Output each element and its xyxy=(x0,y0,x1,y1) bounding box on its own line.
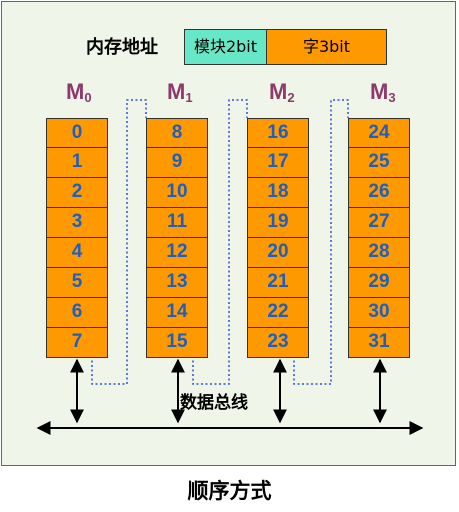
memory-cell: 28 xyxy=(348,238,410,268)
module-title-base: M xyxy=(269,79,288,104)
memory-cell: 9 xyxy=(146,148,208,178)
memory-cell: 23 xyxy=(247,328,309,358)
memory-cell: 30 xyxy=(348,298,410,328)
memory-cell: 3 xyxy=(46,208,108,238)
memory-cell: 29 xyxy=(348,268,410,298)
memory-cell: 13 xyxy=(146,268,208,298)
memory-cell: 26 xyxy=(348,178,410,208)
sequential-dotted-lines xyxy=(91,99,349,385)
module-title-subscript: 3 xyxy=(388,90,396,105)
memory-cell: 25 xyxy=(348,148,410,178)
memory-cell: 12 xyxy=(146,238,208,268)
data-bus-label: 数据总线 xyxy=(180,393,248,413)
memory-cell: 18 xyxy=(247,178,309,208)
memory-cell: 15 xyxy=(146,328,208,358)
module-title-3: M3 xyxy=(370,77,396,107)
sequential-link-1 xyxy=(192,99,248,385)
module-title-subscript: 2 xyxy=(287,90,295,105)
module-title-subscript: 1 xyxy=(185,90,193,105)
memory-cell: 4 xyxy=(46,238,108,268)
memory-cell: 19 xyxy=(247,208,309,238)
module-title-base: M xyxy=(66,79,85,104)
address-label: 内存地址 xyxy=(86,37,158,58)
module-title-subscript: 0 xyxy=(84,90,92,105)
memory-cell: 16 xyxy=(247,118,309,148)
memory-cell: 7 xyxy=(46,328,108,358)
memory-cell: 22 xyxy=(247,298,309,328)
memory-cell: 1 xyxy=(46,148,108,178)
memory-cell: 8 xyxy=(146,118,208,148)
address-word-field: 字3bit xyxy=(266,29,387,65)
memory-cell: 14 xyxy=(146,298,208,328)
memory-cell: 5 xyxy=(46,268,108,298)
memory-cell: 11 xyxy=(146,208,208,238)
module-title-0: M0 xyxy=(66,77,92,107)
caption: 顺序方式 xyxy=(187,479,272,503)
memory-cell: 2 xyxy=(46,178,108,208)
module-title-2: M2 xyxy=(269,77,295,107)
memory-cell: 0 xyxy=(46,118,108,148)
module-title-base: M xyxy=(167,79,186,104)
memory-cell: 31 xyxy=(348,328,410,358)
memory-cell: 21 xyxy=(247,268,309,298)
module-title-base: M xyxy=(370,79,389,104)
memory-cell: 27 xyxy=(348,208,410,238)
address-module-field: 模块2bit xyxy=(184,29,267,65)
memory-cell: 10 xyxy=(146,178,208,208)
module-title-1: M1 xyxy=(167,77,193,107)
bus-arrows xyxy=(70,358,387,424)
memory-cell: 20 xyxy=(247,238,309,268)
sequential-link-0 xyxy=(91,99,147,385)
memory-cell: 6 xyxy=(46,298,108,328)
sequential-link-2 xyxy=(293,99,349,385)
memory-cell: 17 xyxy=(247,148,309,178)
memory-cell: 24 xyxy=(348,118,410,148)
